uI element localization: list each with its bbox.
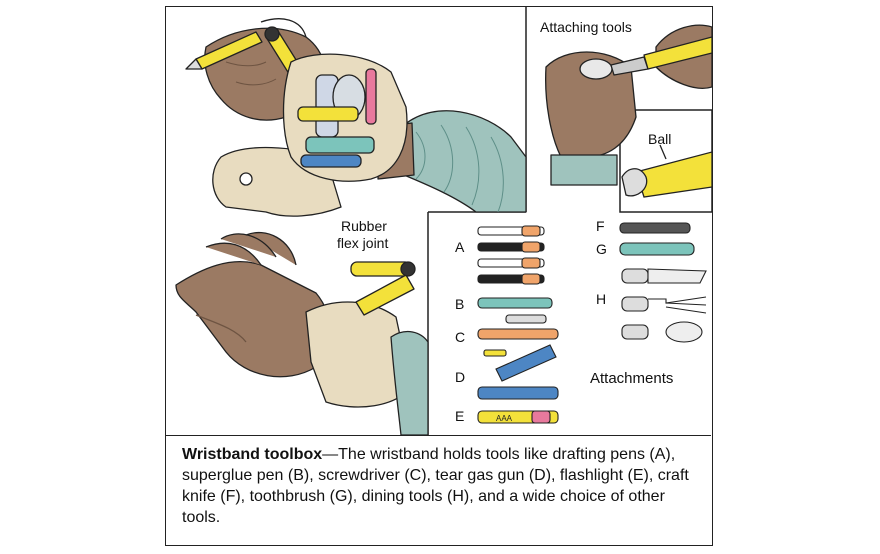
figure-caption: Wristband toolbox—The wristband holds to… <box>166 435 711 545</box>
letter-e: E <box>455 408 465 424</box>
attachment-h-dining-tools <box>621 268 707 343</box>
ball-inset <box>621 144 712 198</box>
flashlight-label: AAA <box>496 414 513 423</box>
attachment-c-screwdriver <box>477 314 559 340</box>
attaching-tools-panel <box>545 24 712 186</box>
letter-f: F <box>596 218 605 234</box>
rubber-flex-joint-label-line2: flex joint <box>337 235 389 251</box>
attachment-g-toothbrush <box>619 242 695 256</box>
ball-tool <box>579 58 613 80</box>
wrist-with-toolbox <box>175 18 527 436</box>
attachments-label: Attachments <box>590 370 674 387</box>
attachment-a-drafting-pens <box>477 225 545 285</box>
hand-left <box>545 51 637 158</box>
rubber-flex-joint-label-line1: Rubber <box>341 218 387 234</box>
toolbox-teal-tool <box>305 136 375 154</box>
attachments-panel: AAA <box>477 222 707 424</box>
letter-a: A <box>455 239 465 255</box>
attachment-d-tear-gas-gun <box>477 344 559 400</box>
caption-title: Wristband toolbox <box>182 446 323 463</box>
rubber-flex-joint <box>350 261 416 316</box>
sleeve <box>403 110 527 213</box>
letter-h: H <box>596 291 607 307</box>
attachment-e-flashlight: AAA <box>477 410 559 424</box>
letter-b: B <box>455 296 465 312</box>
ball-inset-border <box>619 109 712 213</box>
illustration: AAA <box>175 7 712 436</box>
letter-c: C <box>455 329 466 345</box>
attaching-tools-label: Attaching tools <box>540 19 632 35</box>
letter-d: D <box>455 369 466 385</box>
caption-body: —The wristband holds tools like drafting… <box>182 446 689 526</box>
attachment-f-craft-knife <box>619 222 691 234</box>
wristband-toolbox-figure: AAA Attaching tools Ball Rubber flex joi… <box>165 6 713 546</box>
letter-g: G <box>596 241 607 257</box>
ball-label: Ball <box>648 131 672 147</box>
attachment-b-superglue-pen <box>477 297 553 309</box>
